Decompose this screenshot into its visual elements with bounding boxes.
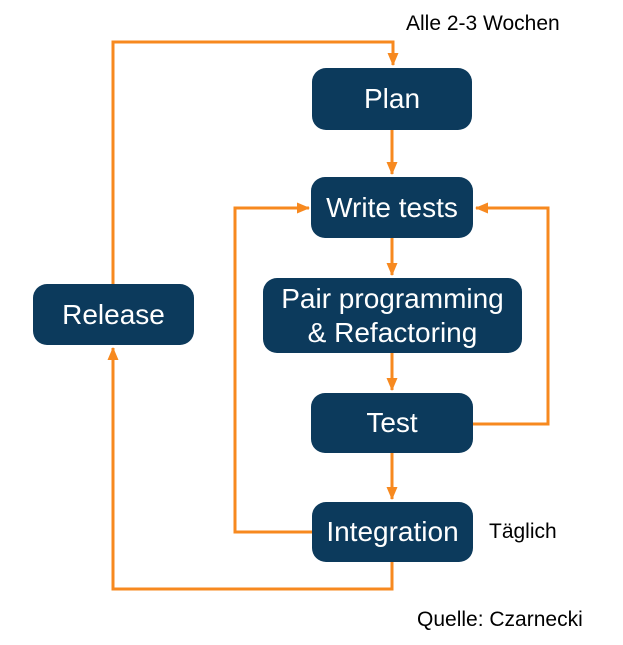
node-release-label: Release bbox=[62, 298, 165, 330]
node-write-tests: Write tests bbox=[311, 177, 473, 238]
node-integration: Integration bbox=[312, 502, 473, 562]
daily-frequency-label: Täglich bbox=[489, 520, 557, 543]
node-test: Test bbox=[311, 393, 473, 453]
source-credit-label: Quelle: Czarnecki bbox=[417, 608, 583, 631]
edge-integration-to-write-tests bbox=[233, 202, 312, 534]
node-pair-programming-label-line2: & Refactoring bbox=[307, 316, 478, 348]
node-pair-programming-label-line1: Pair programming bbox=[281, 282, 504, 314]
node-test-label: Test bbox=[366, 407, 418, 438]
node-plan: Plan bbox=[312, 68, 472, 130]
node-integration-label: Integration bbox=[326, 516, 459, 547]
edge-integration-to-release bbox=[107, 347, 394, 591]
edge-release-to-plan bbox=[111, 40, 399, 284]
cycle-frequency-label: Alle 2-3 Wochen bbox=[406, 12, 560, 35]
node-plan-label: Plan bbox=[363, 83, 421, 114]
edge-test-to-write-tests bbox=[473, 202, 550, 426]
node-write-tests-label: Write tests bbox=[326, 191, 458, 223]
node-pair-programming: Pair programming & Refactoring bbox=[263, 278, 522, 353]
node-release: Release bbox=[33, 284, 194, 345]
